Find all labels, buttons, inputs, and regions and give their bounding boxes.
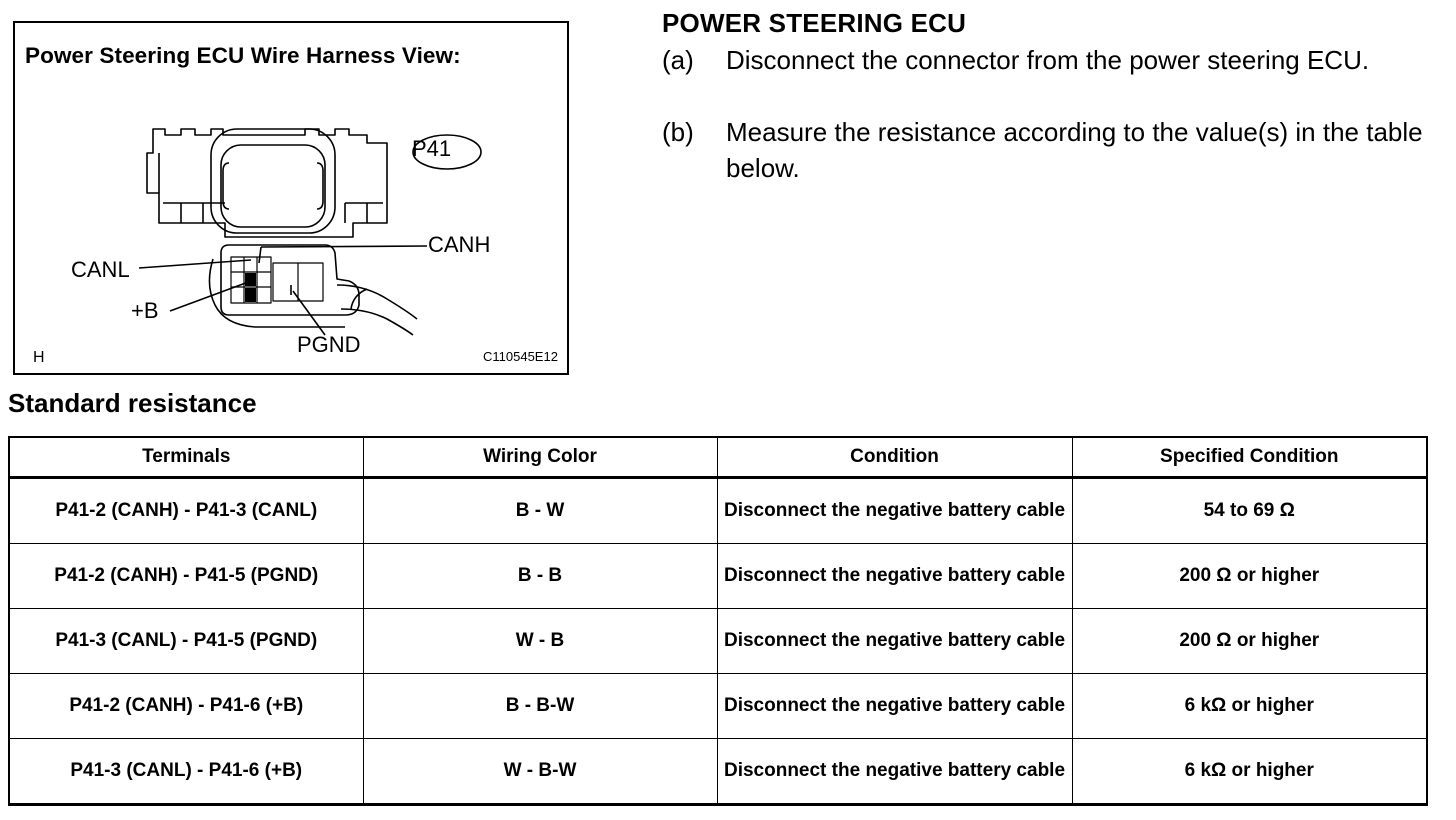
condition-cell: Disconnect the negative battery cable <box>716 477 1073 544</box>
terminals-cell: P41-2 (CANH) - P41-6 (+B) <box>8 673 364 739</box>
table-row: P41-2 (CANH) - P41-6 (+B) B - B-W Discon… <box>8 673 1428 739</box>
terminals-cell: P41-2 (CANH) - P41-3 (CANL) <box>8 477 364 544</box>
standard-resistance-table: Terminals Wiring Color Condition Specifi… <box>8 436 1428 806</box>
terminals-cell: P41-3 (CANL) - P41-6 (+B) <box>8 738 364 806</box>
table-row: P41-2 (CANH) - P41-3 (CANL) B - W Discon… <box>8 477 1428 544</box>
connector-id-label: P41 <box>412 136 452 161</box>
column-header-specified-condition: Specified Condition <box>1071 436 1428 479</box>
terminals-cell: P41-3 (CANL) - P41-5 (PGND) <box>8 608 364 674</box>
table-row: P41-3 (CANL) - P41-5 (PGND) W - B Discon… <box>8 608 1428 674</box>
wiring-color-cell: B - B-W <box>362 673 718 739</box>
specified-condition-cell: 200 Ω or higher <box>1071 543 1428 609</box>
connector-diagram <box>138 128 482 336</box>
column-header-condition: Condition <box>716 436 1073 479</box>
wiring-color-cell: W - B-W <box>362 738 718 806</box>
specified-condition-cell: 6 kΩ or higher <box>1071 738 1428 806</box>
plus-b-label: +B <box>131 298 159 323</box>
canl-label: CANL <box>71 257 130 282</box>
procedure-title: POWER STEERING ECU <box>662 8 967 38</box>
condition-cell: Disconnect the negative battery cable <box>716 608 1073 674</box>
step-text: Disconnect the connector from the power … <box>726 45 1370 75</box>
specified-condition-cell: 200 Ω or higher <box>1071 608 1428 674</box>
pgnd-label: PGND <box>297 332 361 357</box>
figure-title: Power Steering ECU Wire Harness View: <box>25 43 461 68</box>
step-text: Measure the resistance according to the … <box>726 117 1423 183</box>
condition-cell: Disconnect the negative battery cable <box>716 738 1073 806</box>
column-header-terminals: Terminals <box>8 436 364 479</box>
wiring-color-cell: B - W <box>362 477 718 544</box>
condition-cell: Disconnect the negative battery cable <box>716 543 1073 609</box>
wiring-color-cell: B - B <box>362 543 718 609</box>
figure-code: C110545E12 <box>483 349 558 364</box>
terminals-cell: P41-2 (CANH) - P41-5 (PGND) <box>8 543 364 609</box>
table-row: P41-2 (CANH) - P41-5 (PGND) B - B Discon… <box>8 543 1428 609</box>
procedure-step: (a) Disconnect the connector from the po… <box>662 42 1442 114</box>
table-header-row: Terminals Wiring Color Condition Specifi… <box>8 436 1428 479</box>
specified-condition-cell: 54 to 69 Ω <box>1071 477 1428 544</box>
condition-cell: Disconnect the negative battery cable <box>716 673 1073 739</box>
column-header-wiring-color: Wiring Color <box>362 436 718 479</box>
step-marker: (b) <box>662 117 694 147</box>
table-title: Standard resistance <box>8 388 257 418</box>
canh-label: CANH <box>428 232 491 257</box>
specified-condition-cell: 6 kΩ or higher <box>1071 673 1428 739</box>
wire-harness-figure: Power Steering ECU Wire Harness View: <box>13 21 569 375</box>
procedure-step: (b) Measure the resistance according to … <box>662 114 1442 186</box>
table-row: P41-3 (CANL) - P41-6 (+B) W - B-W Discon… <box>8 738 1428 806</box>
step-marker: (a) <box>662 45 694 75</box>
wiring-color-cell: W - B <box>362 608 718 674</box>
figure-corner-letter: H <box>33 349 45 366</box>
